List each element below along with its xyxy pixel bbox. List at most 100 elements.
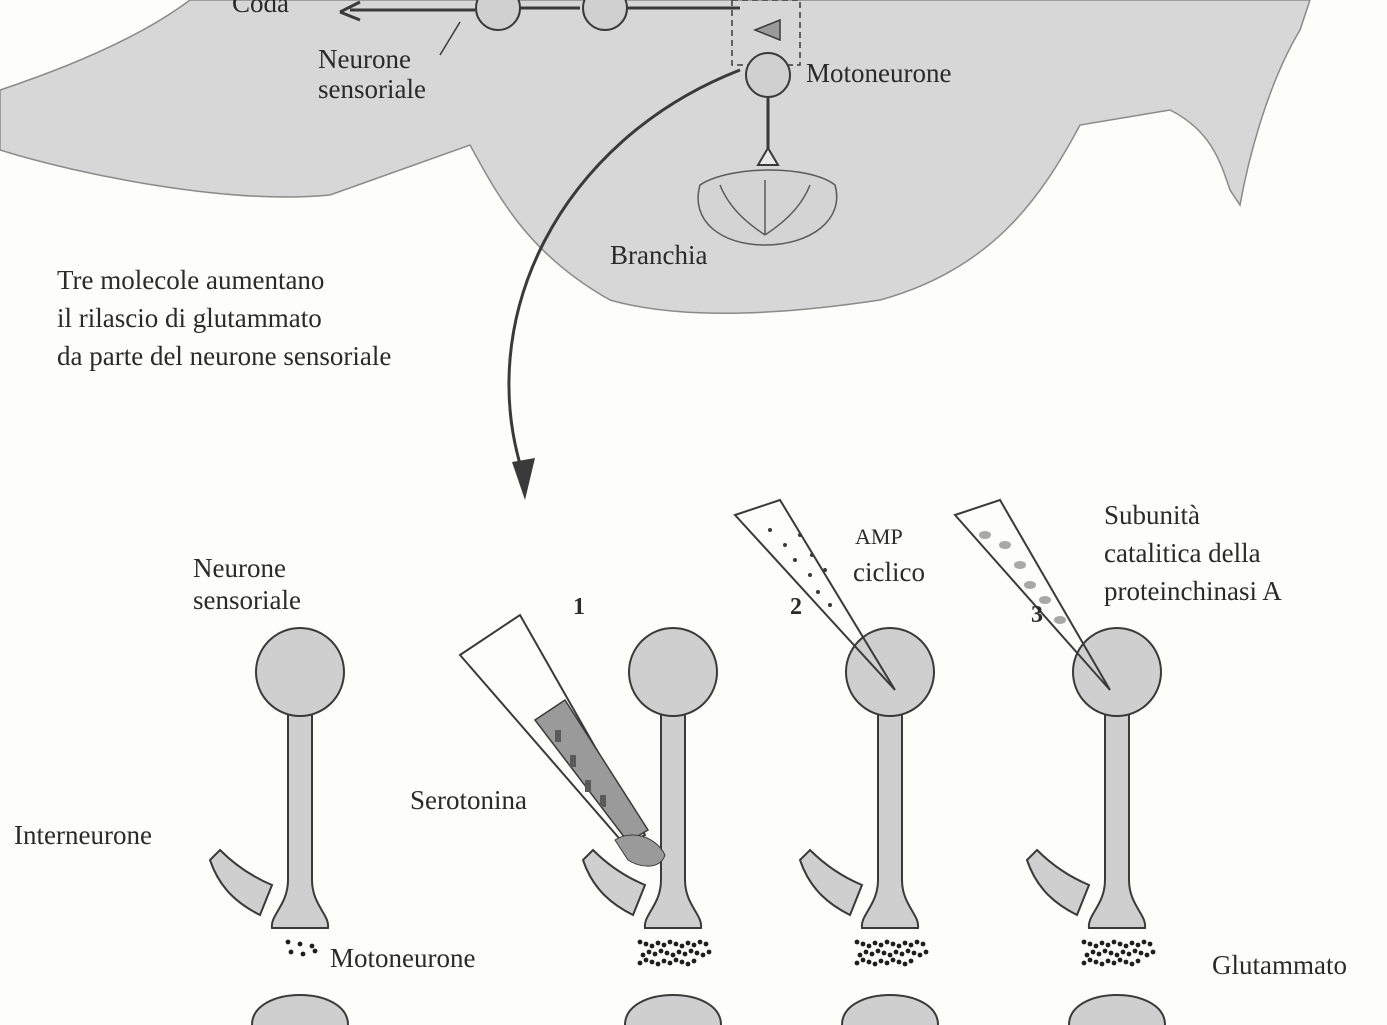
glutamate-dot — [1082, 961, 1087, 966]
glutamate-dot — [897, 944, 902, 949]
glutamate-dot — [882, 951, 887, 956]
label-pka-1: Subunità — [1104, 500, 1200, 530]
glutamate-dot — [1112, 961, 1117, 966]
glutamate-dot — [310, 944, 315, 949]
glutamate-dot — [298, 942, 303, 947]
glutamate-dot — [867, 944, 872, 949]
glutamate-dot — [650, 944, 655, 949]
glutamate-dot — [1100, 962, 1105, 967]
glutamate-dot — [906, 949, 911, 954]
glutamate-dot — [870, 952, 875, 957]
glutamate-dot — [873, 962, 878, 967]
glutamate-dot — [1106, 943, 1111, 948]
caption-line-3: da parte del neurone sensoriale — [57, 341, 391, 371]
glutamate-dot — [1136, 959, 1141, 964]
glutamate-dot — [1124, 944, 1129, 949]
glutamate-dot — [668, 940, 673, 945]
glutamate-dot — [671, 953, 676, 958]
glutamate-dot — [891, 958, 896, 963]
glutamate-dot — [1127, 952, 1132, 957]
glutamate-dot — [692, 943, 697, 948]
glutamate-dot — [301, 952, 306, 957]
label-sensory-neuron-2: sensoriale — [193, 585, 301, 615]
glutamate-dot — [1145, 953, 1150, 958]
glutamate-dot — [1109, 951, 1114, 956]
glutamate-dot — [650, 960, 655, 965]
glutamate-dot — [1148, 942, 1153, 947]
glutamate-dot — [897, 960, 902, 965]
glutamate-dot — [1115, 953, 1120, 958]
glutamate-dot — [644, 958, 649, 963]
glutamate-dot — [662, 943, 667, 948]
glutamate-dot — [698, 940, 703, 945]
sensory-neuron — [1027, 628, 1165, 1025]
label-sensory-neuron-top-2: sensoriale — [318, 74, 426, 104]
glutamate-dot — [858, 953, 863, 958]
glutamate-dot — [1133, 949, 1138, 954]
glutamate-dot — [1094, 960, 1099, 965]
glutamate-dot — [909, 959, 914, 964]
glutamate-dot — [885, 961, 890, 966]
glutamate-dot — [1118, 958, 1123, 963]
glutamate-dot — [1088, 942, 1093, 947]
glutamate-dot — [1082, 940, 1087, 945]
label-glutamate: Glutammato — [1212, 950, 1347, 980]
glutamate-dot — [873, 941, 878, 946]
glutamate-dot — [644, 942, 649, 947]
glutamate-dot — [289, 950, 294, 955]
label-amp-2: ciclico — [853, 557, 925, 587]
glutamate-dot — [909, 943, 914, 948]
glutamate-dot — [924, 950, 929, 955]
glutamate-dot — [653, 952, 658, 957]
glutamate-dot — [855, 940, 860, 945]
glutamate-dot — [1085, 953, 1090, 958]
glutamate-dot — [915, 940, 920, 945]
glutamate-dot — [674, 958, 679, 963]
glutamate-dot — [704, 942, 709, 947]
glutamate-dot — [701, 953, 706, 958]
label-motoneuron-bottom: Motoneurone — [330, 943, 475, 973]
glutamate-dot — [1118, 942, 1123, 947]
glutamate-dot — [1088, 958, 1093, 963]
glutamate-dot — [861, 958, 866, 963]
glutamate-dot — [903, 962, 908, 967]
glutamate-dot — [683, 952, 688, 957]
glutamate-dot — [879, 959, 884, 964]
glutamate-dot — [855, 961, 860, 966]
glutamate-dot — [918, 953, 923, 958]
glutamate-dot — [656, 962, 661, 967]
glutamate-dot — [680, 960, 685, 965]
glutamate-dot — [695, 951, 700, 956]
glutamate-dot — [707, 950, 712, 955]
glutamate-dot — [864, 950, 869, 955]
glutamate-dot — [689, 949, 694, 954]
glutamate-dot — [1136, 943, 1141, 948]
glutamate-dot — [674, 942, 679, 947]
glutamate-dot — [680, 944, 685, 949]
label-sensory-neuron-top-1: Neurone — [318, 44, 411, 74]
glutamate-dot — [912, 951, 917, 956]
glutamate-dot — [647, 950, 652, 955]
glutamate-dot — [1124, 960, 1129, 965]
glutamate-dot — [1130, 962, 1135, 967]
glutamate-dot — [894, 950, 899, 955]
glutamate-dot — [286, 940, 291, 945]
glutamate-dot — [665, 951, 670, 956]
glutamate-dot — [861, 942, 866, 947]
caption-line-2: il rilascio di glutammato — [57, 303, 322, 333]
glutamate-dot — [921, 942, 926, 947]
glutamate-dot — [1130, 941, 1135, 946]
glutamate-dot — [888, 953, 893, 958]
glutamate-dot — [1100, 941, 1105, 946]
glutamate-dot — [1142, 940, 1147, 945]
glutamate-dot — [879, 943, 884, 948]
glutamate-dot — [885, 940, 890, 945]
glutamate-dot — [1139, 951, 1144, 956]
label-interneuron: Interneurone — [14, 820, 152, 850]
glutamate-dot — [1091, 950, 1096, 955]
label-amp-1: AMP — [855, 522, 903, 552]
glutamate-dot — [891, 942, 896, 947]
label-motoneuron-top: Motoneurone — [806, 58, 951, 88]
label-serotonin: Serotonina — [410, 785, 527, 815]
label-branchia: Branchia — [610, 240, 707, 270]
